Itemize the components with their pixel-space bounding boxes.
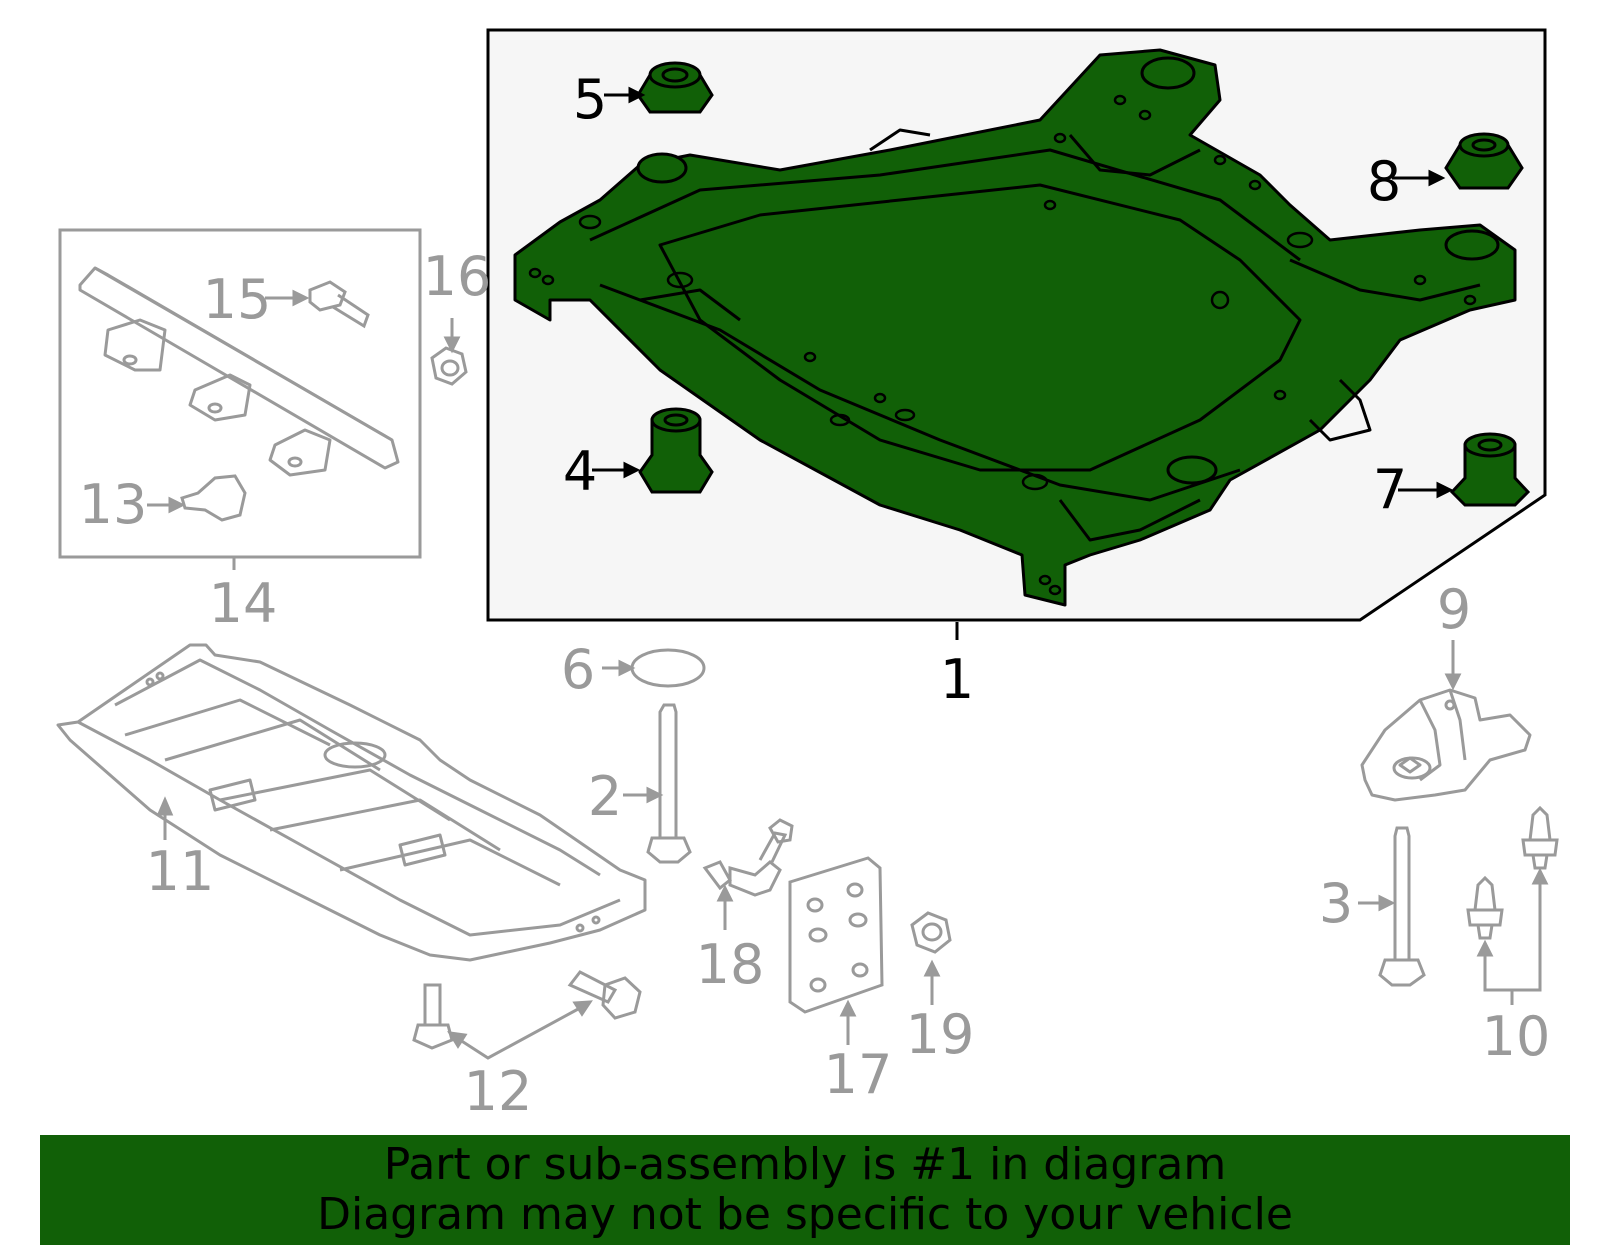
callout-11: 11	[146, 840, 215, 903]
callout-9: 9	[1437, 578, 1471, 641]
callout-12: 12	[464, 1060, 533, 1123]
banner-line-2: Diagram may not be specific to your vehi…	[317, 1189, 1293, 1240]
clip-10b[interactable]	[1521, 805, 1559, 870]
callout-14: 14	[209, 572, 278, 635]
bushing-7[interactable]	[1449, 432, 1531, 507]
callout-16: 16	[423, 245, 492, 308]
callout-18: 18	[696, 933, 765, 996]
callout-7: 7	[1373, 458, 1407, 521]
bolt-12a[interactable]	[412, 983, 454, 1050]
callout-17: 17	[824, 1043, 893, 1106]
bolt-2[interactable]	[646, 703, 692, 864]
callout-2: 2	[588, 765, 622, 828]
callout-6: 6	[561, 638, 595, 701]
callout-19: 19	[906, 1003, 975, 1066]
bushing-4[interactable]	[638, 407, 714, 494]
bushing-5[interactable]	[636, 61, 714, 114]
o-ring-6[interactable]	[630, 648, 706, 688]
callout-10: 10	[1482, 1005, 1551, 1068]
callout-5: 5	[573, 68, 607, 131]
bushing-8[interactable]	[1444, 132, 1524, 190]
callout-13: 13	[79, 473, 148, 536]
bolt-18[interactable]	[702, 818, 794, 897]
assembly-14-box	[58, 228, 422, 559]
callout-4: 4	[563, 440, 597, 503]
callout-15: 15	[203, 268, 272, 331]
subframe-crossmember[interactable]	[513, 48, 1517, 607]
callout-3: 3	[1319, 872, 1353, 935]
nut-19[interactable]	[910, 911, 952, 954]
clip-10a[interactable]	[1466, 875, 1504, 940]
bracket-9[interactable]	[1360, 688, 1532, 802]
callout-8: 8	[1367, 150, 1401, 213]
info-banner: Part or sub-assembly is #1 in diagram Di…	[40, 1135, 1570, 1245]
plate-17[interactable]	[788, 856, 884, 1014]
bracket-rail-14[interactable]	[78, 266, 400, 477]
splash-shield-11[interactable]	[56, 643, 647, 962]
bolt-15[interactable]	[308, 280, 370, 329]
bolt-3[interactable]	[1378, 826, 1426, 987]
callout-1: 1	[940, 648, 974, 711]
banner-line-1: Part or sub-assembly is #1 in diagram	[383, 1139, 1227, 1190]
bolt-12b[interactable]	[567, 970, 642, 1020]
nut-16[interactable]	[430, 346, 468, 386]
clip-13[interactable]	[180, 474, 247, 522]
